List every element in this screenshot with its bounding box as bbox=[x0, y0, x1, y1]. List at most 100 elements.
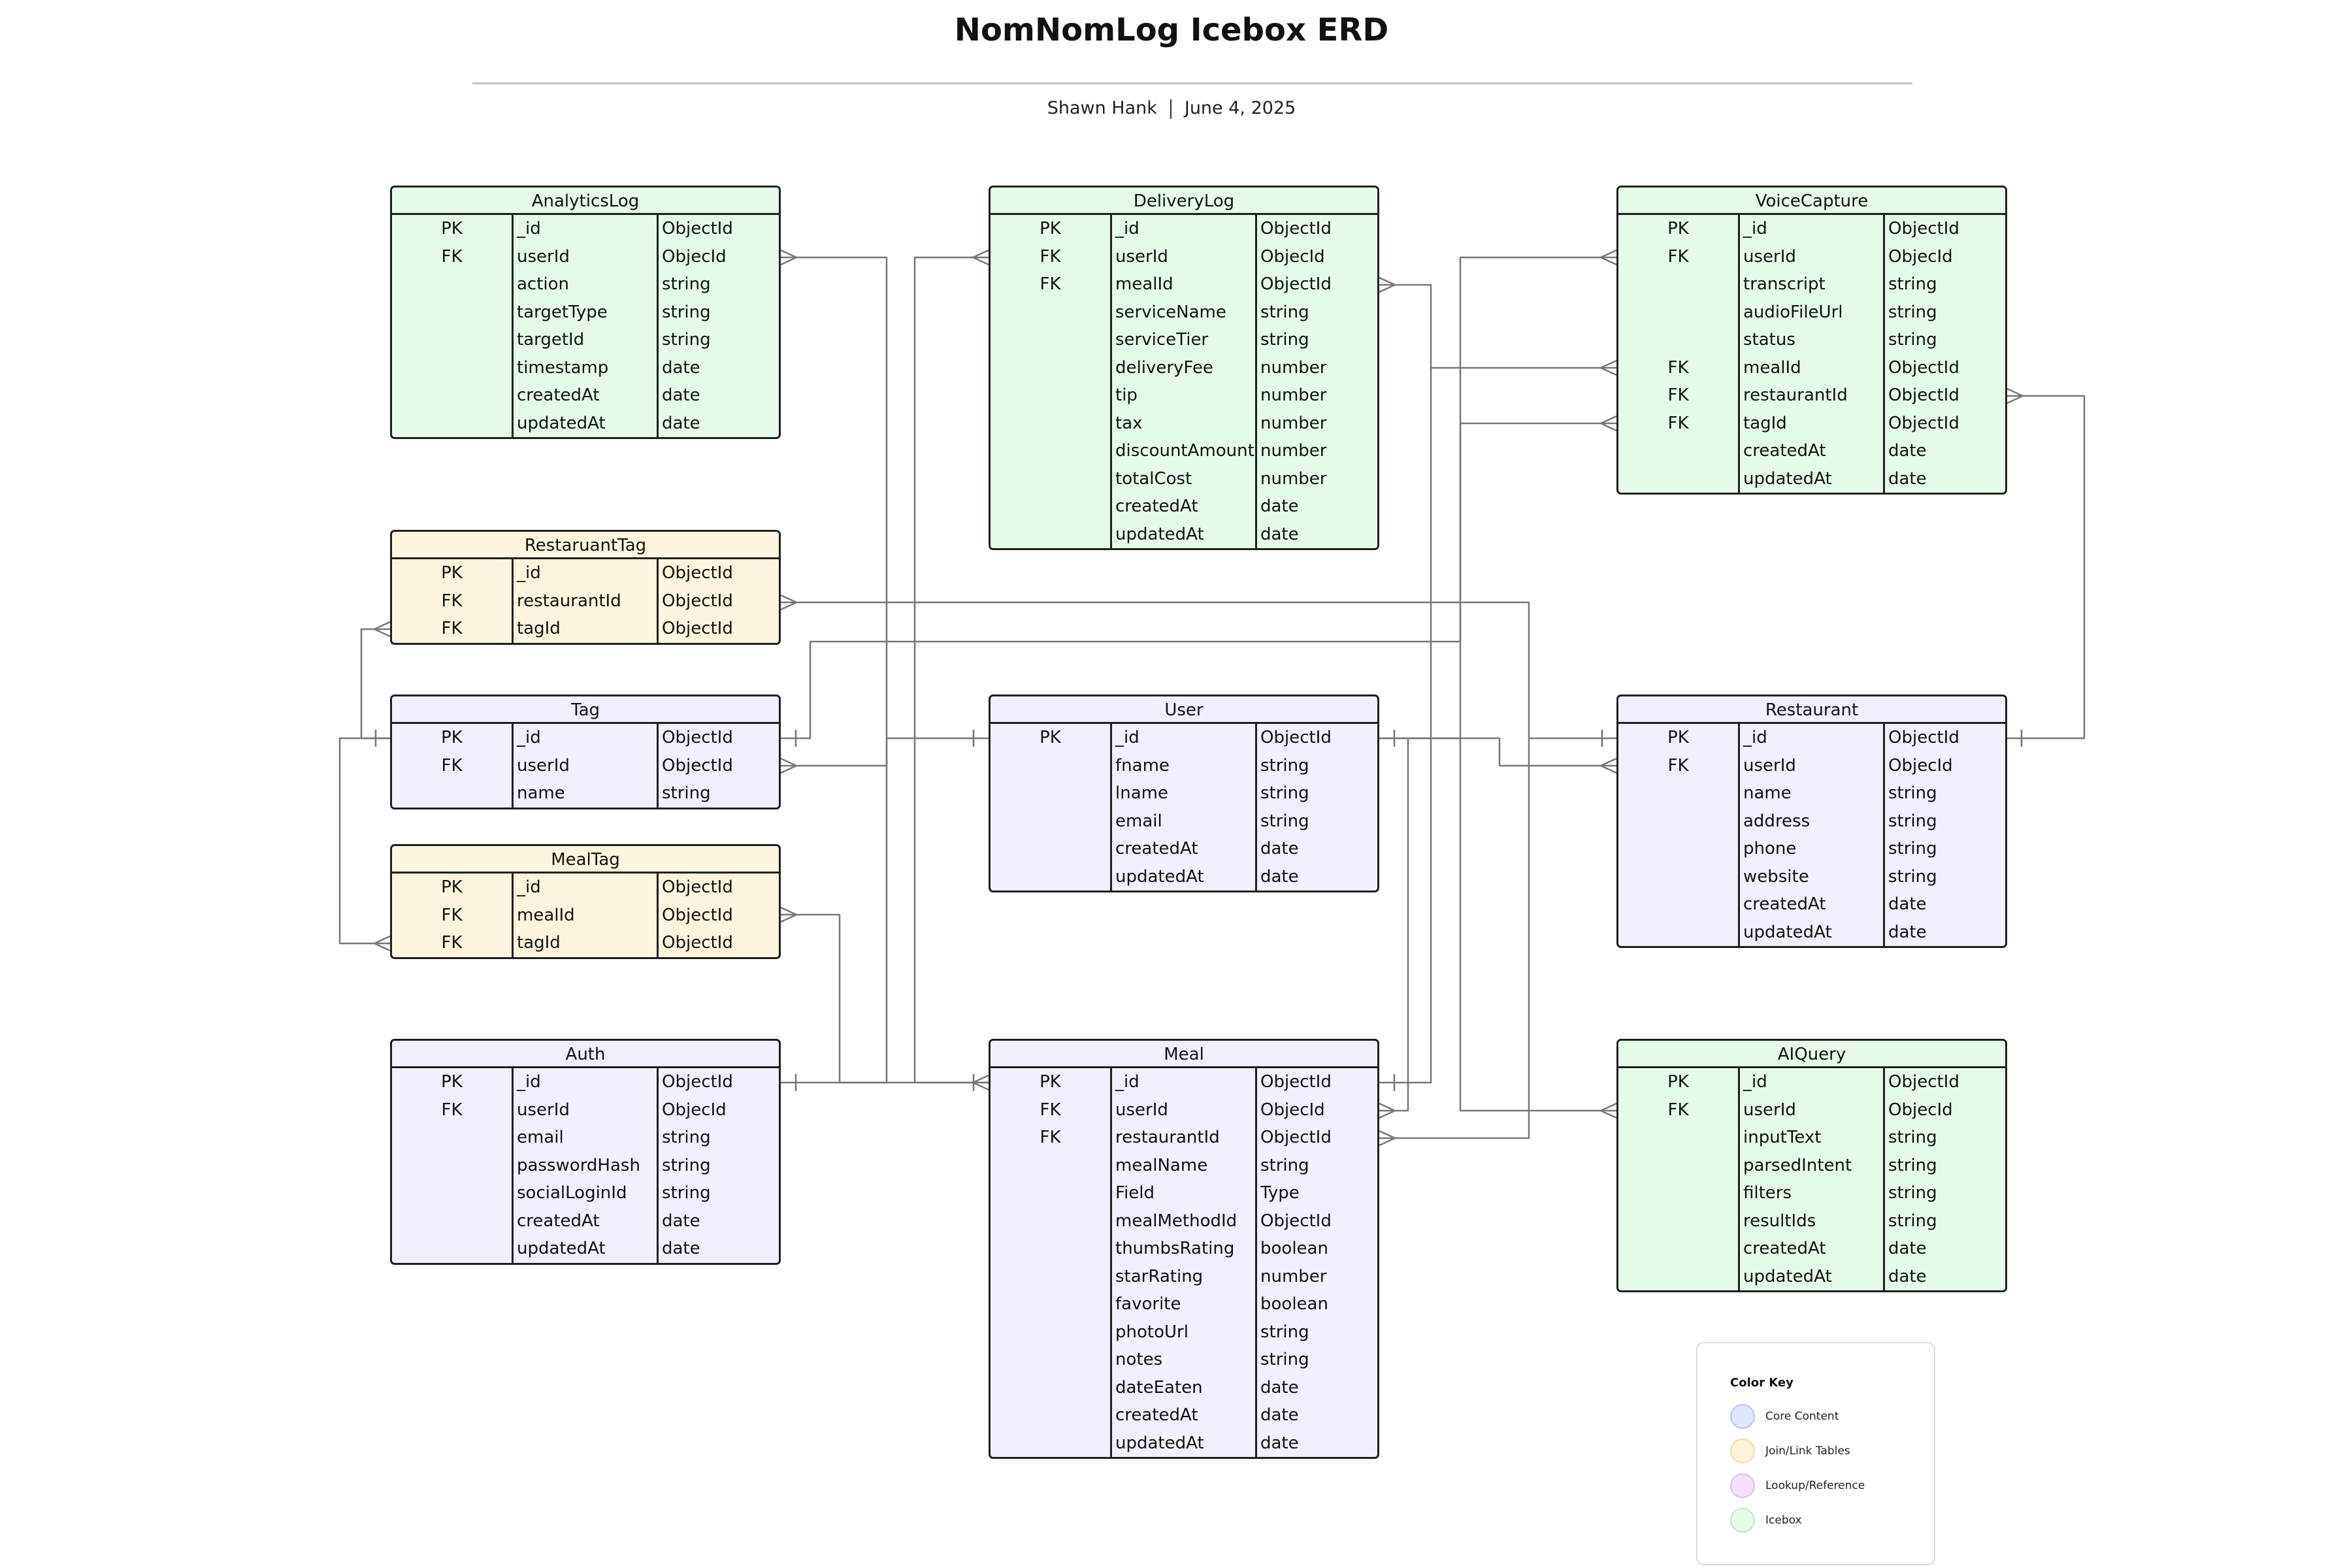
field-key bbox=[1618, 807, 1740, 835]
field-name: updatedAt bbox=[514, 409, 659, 437]
field-type: ObjecId bbox=[1260, 1100, 1325, 1120]
color-key-swatch-icebox bbox=[1730, 1508, 1755, 1533]
field-type: number bbox=[1260, 413, 1327, 433]
field-name: restaurantId bbox=[1740, 382, 1885, 410]
field-name: _id bbox=[1112, 724, 1257, 752]
link-voicecapture-tag bbox=[781, 422, 1616, 740]
field-type: ObjectId bbox=[1260, 274, 1332, 294]
field-name: createdAt bbox=[1740, 437, 1885, 465]
field-type: boolean bbox=[1260, 1294, 1328, 1314]
field-key bbox=[1618, 862, 1740, 890]
field-type: ObjecId bbox=[1260, 246, 1325, 267]
color-key-item-core: Core Content bbox=[1730, 1403, 1839, 1429]
color-key-item-lookup: Lookup/Reference bbox=[1730, 1473, 1865, 1499]
field-name: _id bbox=[514, 874, 659, 902]
field-name: starRating bbox=[1112, 1262, 1257, 1290]
entity-name: DeliveryLog bbox=[991, 188, 1377, 215]
field-name: discountAmount bbox=[1112, 437, 1257, 465]
crow-foot-marker bbox=[780, 906, 798, 923]
field-key: FK bbox=[1618, 242, 1740, 270]
field-name: deliveryFee bbox=[1112, 353, 1257, 382]
crow-foot-marker bbox=[780, 757, 798, 774]
field-name: _id bbox=[1740, 1068, 1885, 1096]
field-name: tagId bbox=[514, 929, 659, 957]
field-key: FK bbox=[392, 901, 514, 929]
field-name: tagId bbox=[1740, 409, 1885, 437]
field-key bbox=[1618, 270, 1740, 299]
field-key: FK bbox=[991, 1124, 1112, 1152]
field-key: FK bbox=[392, 615, 514, 643]
entity-name: Meal bbox=[991, 1041, 1377, 1068]
link-meal-restaurant bbox=[1379, 738, 1530, 1139]
field-key bbox=[991, 862, 1112, 890]
field-type: ObjectId bbox=[1888, 219, 1959, 238]
field-type: ObjectId bbox=[662, 219, 733, 238]
field-name: mealId bbox=[1740, 353, 1885, 382]
field-key bbox=[991, 1401, 1112, 1429]
field-name: Field bbox=[1112, 1179, 1257, 1207]
field-type: string bbox=[1888, 1211, 1937, 1231]
link-mealtag-meal bbox=[781, 913, 989, 1084]
crow-foot-marker bbox=[1599, 757, 1617, 774]
field-type: date bbox=[1260, 839, 1299, 858]
crow-foot-marker bbox=[780, 249, 798, 266]
field-key: FK bbox=[991, 1096, 1112, 1124]
field-type: date bbox=[662, 385, 700, 405]
field-key bbox=[1618, 1151, 1740, 1179]
crow-foot-marker bbox=[1599, 249, 1617, 266]
field-type: number bbox=[1260, 385, 1327, 405]
field-name: createdAt bbox=[1112, 493, 1257, 521]
field-name: mealId bbox=[1112, 270, 1257, 299]
field-type: number bbox=[1260, 468, 1327, 489]
field-key: PK bbox=[1618, 1068, 1740, 1096]
field-key bbox=[991, 1318, 1112, 1346]
title-divider bbox=[472, 82, 1912, 84]
field-name: passwordHash bbox=[514, 1151, 659, 1179]
field-key bbox=[392, 382, 514, 410]
crow-foot-marker bbox=[780, 594, 798, 611]
field-key bbox=[1618, 890, 1740, 919]
field-key bbox=[991, 1235, 1112, 1263]
field-name: userId bbox=[514, 242, 659, 270]
field-type: date bbox=[662, 1211, 700, 1231]
field-key bbox=[1618, 779, 1740, 808]
color-key-label-lookup: Lookup/Reference bbox=[1765, 1479, 1865, 1492]
link-user-meal bbox=[913, 738, 989, 1084]
entity-name: MealTag bbox=[392, 846, 779, 874]
field-key: PK bbox=[392, 559, 514, 587]
color-key-swatch-join bbox=[1730, 1439, 1755, 1463]
field-type: ObjectId bbox=[662, 591, 733, 611]
field-type: string bbox=[1260, 1155, 1309, 1175]
field-type: number bbox=[1260, 1266, 1327, 1286]
color-key-swatch-core bbox=[1730, 1404, 1755, 1429]
field-name: tagId bbox=[514, 615, 659, 643]
field-key bbox=[392, 326, 514, 354]
field-type: string bbox=[662, 302, 711, 322]
